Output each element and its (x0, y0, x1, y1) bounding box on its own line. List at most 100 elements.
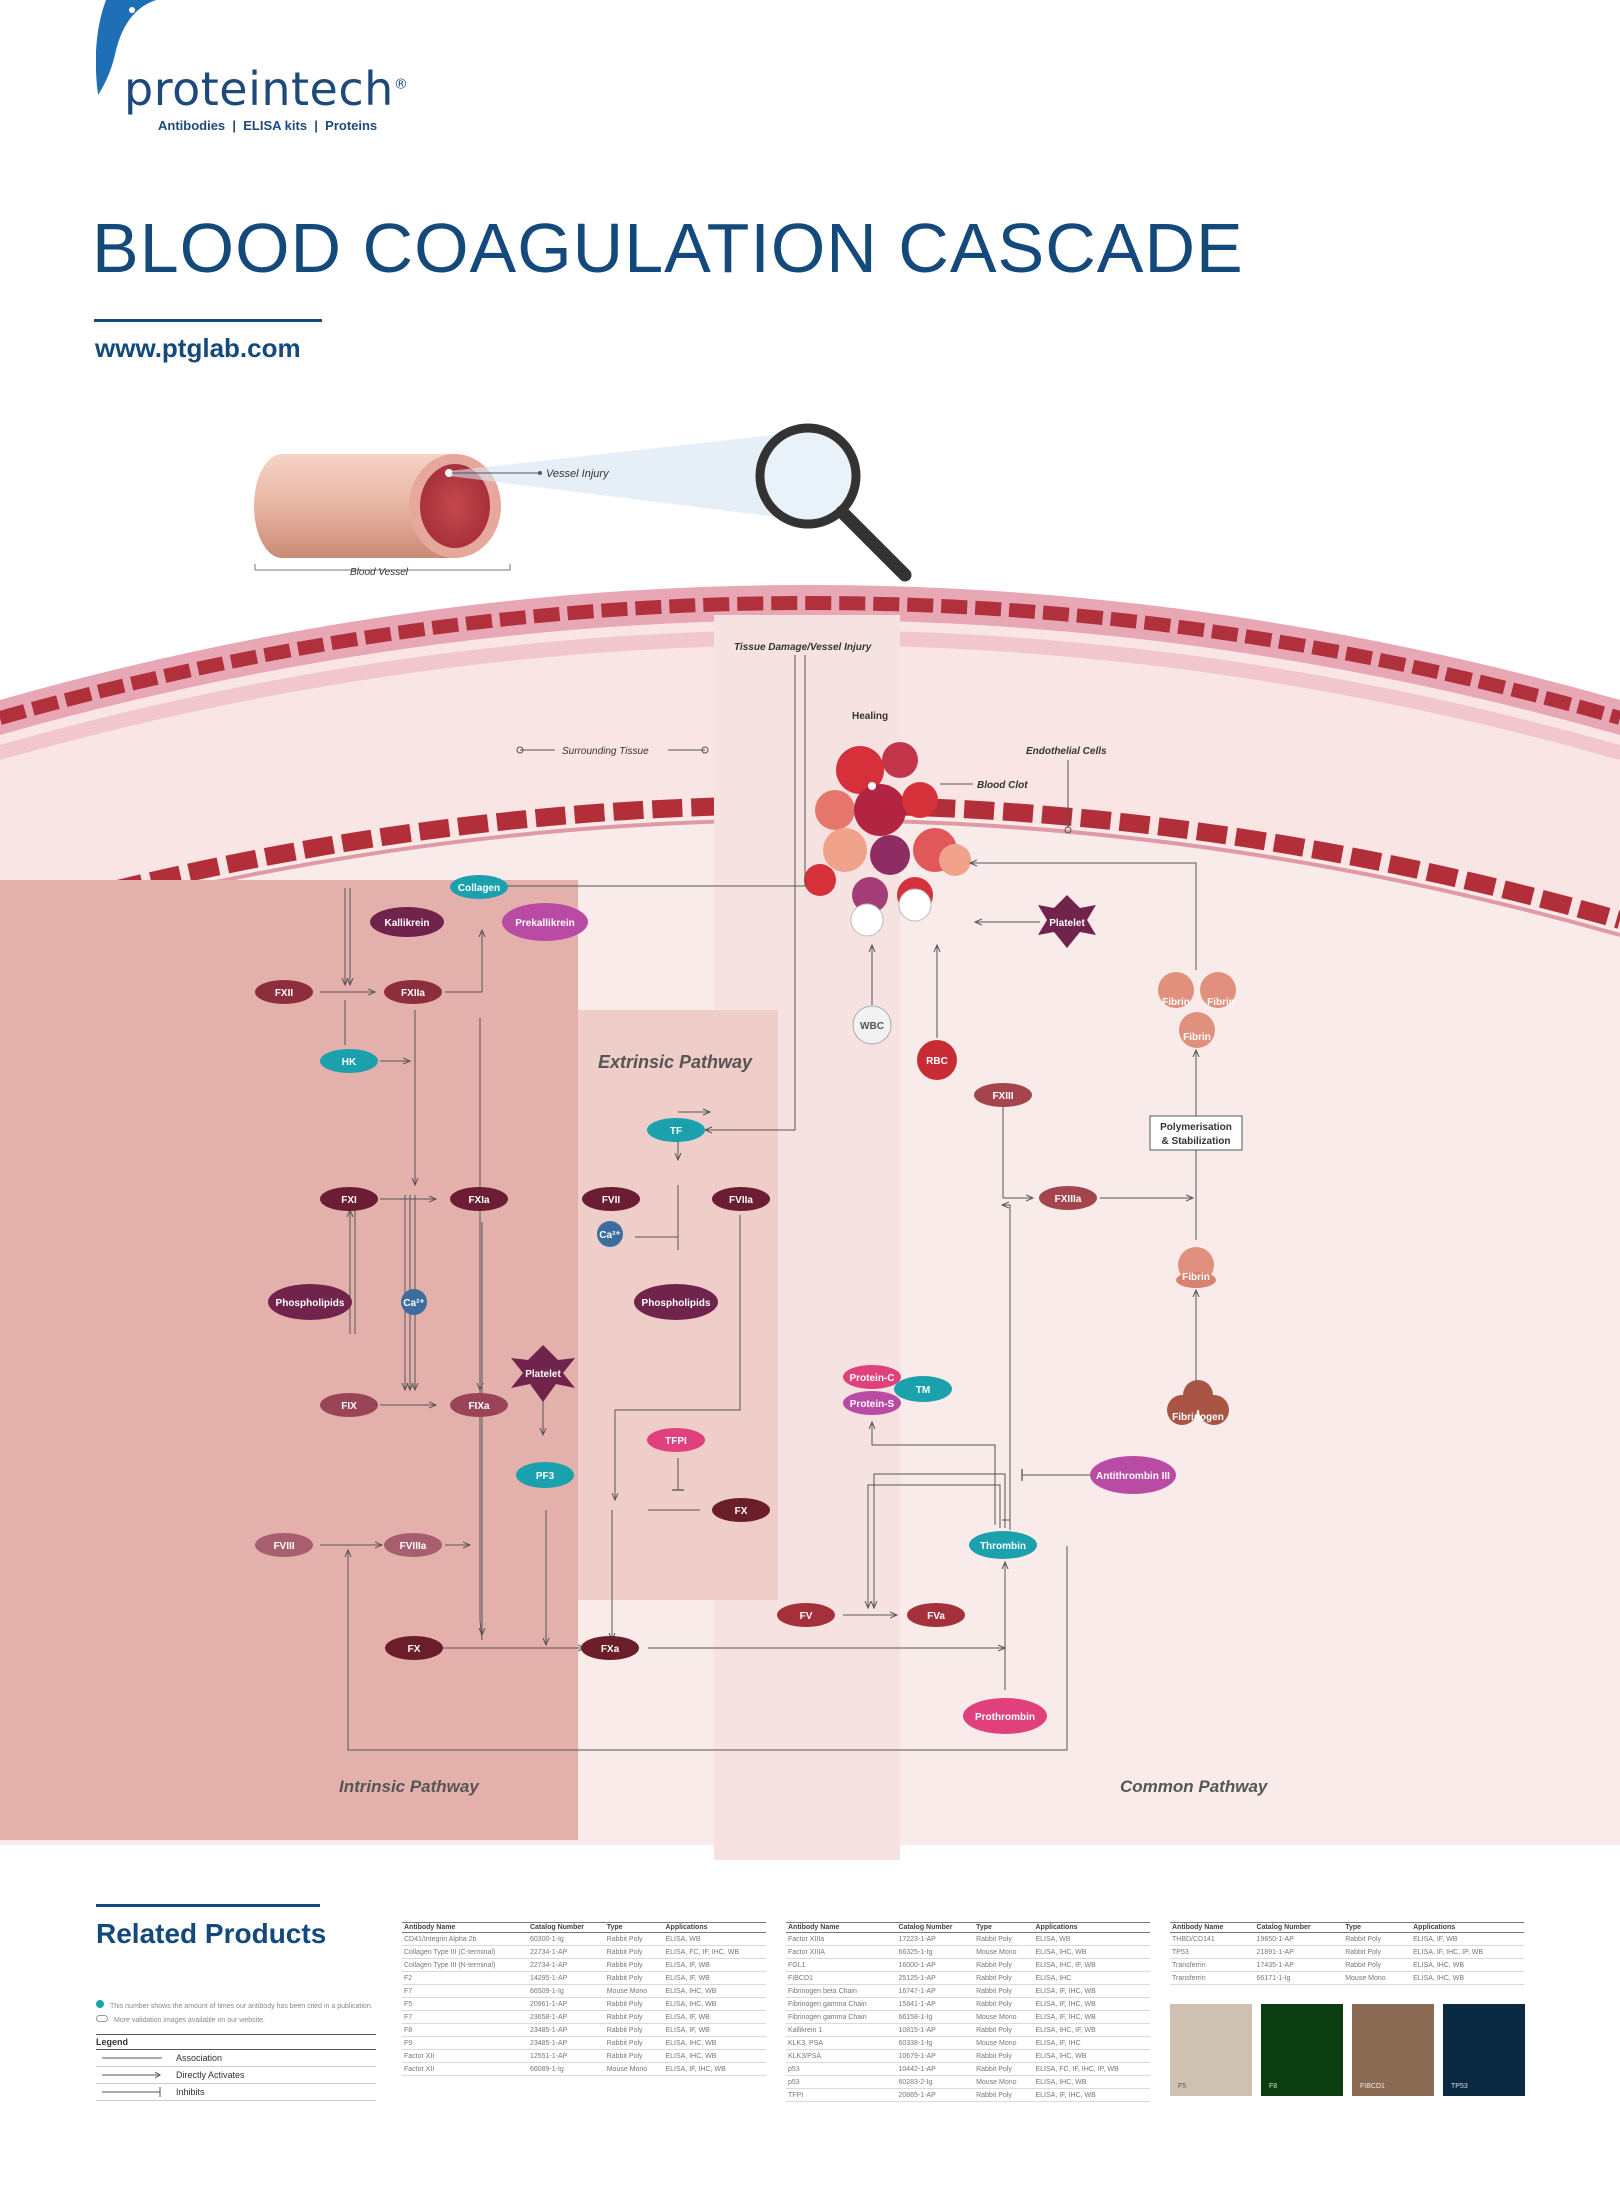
svg-text:Fibrin: Fibrin (1182, 1272, 1210, 1283)
node-fviia[interactable]: FVIIa (712, 1187, 770, 1211)
node-fviii[interactable]: FVIII (255, 1533, 313, 1557)
node-antithrombin[interactable]: Antithrombin III (1090, 1456, 1176, 1494)
node-fix[interactable]: FIX (320, 1393, 378, 1417)
related-products-title: Related Products (96, 1918, 327, 1949)
table-cell: Mouse Mono (604, 1984, 664, 1998)
table-cell: 20961-1-AP (527, 1997, 605, 2011)
node-rbc[interactable]: RBC (917, 1040, 957, 1080)
node-fibrin-cluster[interactable]: Fibrin Fibrin Fibrin (1158, 972, 1236, 1048)
table-cell: Rabbit Poly (604, 1958, 664, 1972)
node-fxa[interactable]: FXa (581, 1636, 639, 1660)
polymerisation-box (1149, 1115, 1243, 1151)
node-fviiia[interactable]: FVIIIa (384, 1533, 442, 1557)
node-tm[interactable]: TM (894, 1376, 952, 1402)
node-prothrombin[interactable]: Prothrombin (963, 1698, 1047, 1734)
node-fxiia[interactable]: FXIIa (384, 980, 442, 1004)
node-tfpi[interactable]: TFPI (647, 1428, 705, 1452)
table-cell: ELISA, IF, IHC, WB (1033, 1997, 1150, 2011)
node-fxia[interactable]: FXIa (450, 1187, 508, 1211)
node-protein-c[interactable]: Protein-C (843, 1365, 901, 1389)
node-fx-intrinsic[interactable]: FX (385, 1636, 443, 1660)
node-ca-extrinsic[interactable]: Ca²⁺ (597, 1221, 623, 1247)
table-cell: ELISA, IHC, WB (663, 1984, 766, 1998)
node-collagen[interactable]: Collagen (450, 875, 508, 899)
validation-image-fibcd1[interactable]: FIBCD1 (1352, 2004, 1434, 2096)
node-hk[interactable]: HK (320, 1049, 378, 1073)
node-fx-extrinsic[interactable]: FX (712, 1498, 770, 1522)
node-fv[interactable]: FV (777, 1603, 835, 1627)
svg-text:RBC: RBC (926, 1056, 948, 1067)
node-phospholipids-intrinsic[interactable]: Phospholipids (268, 1284, 352, 1320)
node-fibrinogen[interactable]: Fibrinogen (1167, 1380, 1229, 1425)
website-link[interactable]: www.ptglab.com (95, 333, 301, 363)
node-wbc[interactable]: WBC (852, 1005, 892, 1045)
column-header: Catalog Number (896, 1922, 975, 1933)
node-fxiii[interactable]: FXIII (974, 1083, 1032, 1107)
table-cell: 12551-1-AP (527, 2049, 605, 2063)
column-header: Type (604, 1922, 664, 1933)
node-fva[interactable]: FVa (907, 1603, 965, 1627)
blood-clot-label: Blood Clot (977, 780, 1028, 791)
column-header: Applications (1033, 1922, 1150, 1933)
table-cell: F7 (402, 1984, 528, 1998)
node-fvii[interactable]: FVII (582, 1187, 640, 1211)
node-platelet-clot[interactable]: Platelet (1038, 895, 1096, 948)
table-cell: 25125-1-AP (896, 1971, 975, 1985)
validation-image-tp53[interactable]: TP53 (1443, 2004, 1525, 2096)
node-thrombin[interactable]: Thrombin (969, 1531, 1037, 1559)
node-ca-intrinsic[interactable]: Ca²⁺ (401, 1289, 427, 1315)
node-phospholipids-extrinsic[interactable]: Phospholipids (634, 1284, 718, 1320)
svg-text:FVa: FVa (927, 1611, 945, 1622)
node-fixa[interactable]: FIXa (450, 1393, 508, 1417)
table-cell: 15841-1-AP (896, 1997, 975, 2011)
validation-image-f8[interactable]: F8 (1261, 2004, 1343, 2096)
node-protein-s[interactable]: Protein-S (843, 1391, 901, 1415)
node-fxii[interactable]: FXII (255, 980, 313, 1004)
logo[interactable] (96, 0, 426, 140)
column-header: Catalog Number (1254, 1922, 1344, 1933)
table-row[interactable]: Collagen Type III (N-terminal)22734-1-AP… (402, 1958, 766, 1972)
node-fxi[interactable]: FXI (320, 1187, 378, 1211)
table-cell: ELISA, IHC, IF, WB (1033, 1958, 1150, 1972)
node-fxiiia[interactable]: FXIIIa (1039, 1186, 1097, 1210)
table-cell: 16000-1-AP (896, 1958, 975, 1972)
validation-image-f5[interactable]: F5 (1170, 2004, 1252, 2096)
node-prekallikrein[interactable]: Prekallikrein (502, 903, 588, 941)
node-pf3[interactable]: PF3 (516, 1462, 574, 1488)
related-divider (96, 1904, 320, 1907)
table-cell: ELISA, IHC, WB (663, 2036, 766, 2050)
node-kallikrein[interactable]: Kallikrein (370, 907, 444, 937)
node-platelet-intrinsic[interactable]: Platelet (511, 1345, 575, 1402)
table-row[interactable]: Collagen Type III (C-terminal)22734-1-AP… (402, 1945, 766, 1959)
node-tf[interactable]: TF (647, 1118, 705, 1142)
table-cell: Mouse Mono (974, 1945, 1034, 1959)
node-fibrin-single[interactable]: Fibrin (1176, 1247, 1216, 1288)
